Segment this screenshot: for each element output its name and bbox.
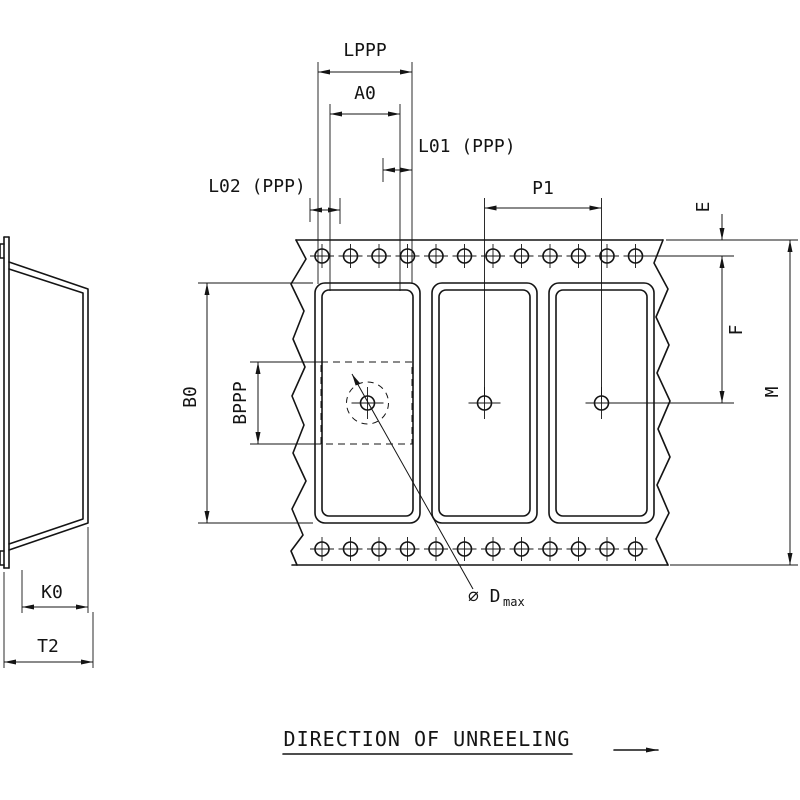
label-l02: L02 (PPP) [208, 176, 306, 197]
label-p1: P1 [532, 178, 554, 199]
labels: LPPP A0 L01 (PPP) L02 (PPP) P1 E F M B0 … [37, 40, 783, 657]
component-dashed-rect [320, 361, 413, 445]
dimensions [3, 62, 798, 668]
pocket-profile-outer [8, 261, 89, 551]
component-dashed-circle [346, 381, 389, 425]
dmax-leader-arrow [351, 373, 474, 590]
label-bppp: BPPP [230, 381, 251, 425]
label-dmax-subscript: max [503, 595, 525, 609]
pocket-outer [314, 282, 421, 524]
component-outline [320, 361, 413, 445]
label-a0: A0 [354, 83, 376, 104]
direction-of-unreeling-label: DIRECTION OF UNREELING [284, 727, 571, 751]
label-l01: L01 (PPP) [418, 136, 516, 157]
sprocket-holes [310, 244, 648, 561]
label-f: F [726, 325, 747, 336]
label-lppp: LPPP [343, 40, 387, 61]
label-dmax: ⌀ D [468, 586, 501, 607]
label-b0: B0 [180, 386, 201, 408]
tape-torn-edge-left [290, 239, 307, 566]
side-view [0, 236, 89, 569]
pocket-profile-inner [8, 268, 84, 545]
sprocket-edge-bottom [0, 550, 5, 566]
pocket-inner [321, 289, 414, 517]
sprocket-edge-top [0, 243, 5, 259]
label-k0: K0 [41, 582, 63, 603]
label-e: E [693, 202, 714, 213]
label-m: M [762, 386, 783, 397]
tape-torn-edge-right [653, 239, 671, 566]
footer: DIRECTION OF UNREELING [282, 727, 659, 755]
label-t2: T2 [37, 636, 59, 657]
tape-top-view [290, 239, 671, 566]
